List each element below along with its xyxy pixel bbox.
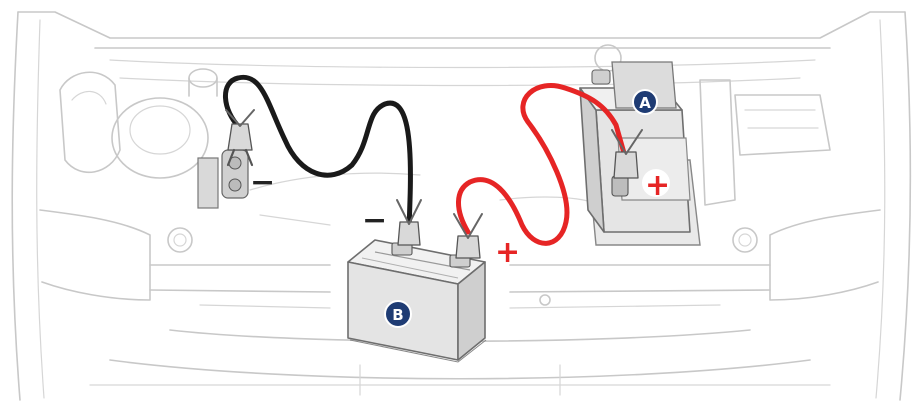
positive-sign-battery-a: + <box>645 168 670 203</box>
battery-a-label: A <box>639 94 651 112</box>
positive-clamp-battery-a <box>611 129 643 179</box>
engine-bay-outline <box>11 11 912 401</box>
battery-a-badge: A <box>632 89 658 115</box>
battery-b-label: B <box>392 306 403 324</box>
positive-sign-backdrop <box>642 169 670 197</box>
negative-sign-ground: − <box>250 165 275 200</box>
battery-b-badge: B <box>384 300 412 328</box>
battery-a <box>579 61 701 246</box>
negative-clamp-ground <box>225 109 255 167</box>
positive-sign-battery-b: + <box>495 235 520 270</box>
negative-jumper-cable <box>223 74 413 233</box>
ground-point <box>197 149 249 209</box>
negative-sign-battery-b: − <box>362 203 387 238</box>
positive-clamp-battery-b <box>453 213 483 259</box>
positive-jumper-cable <box>456 83 629 246</box>
negative-clamp-battery-b <box>396 199 422 246</box>
